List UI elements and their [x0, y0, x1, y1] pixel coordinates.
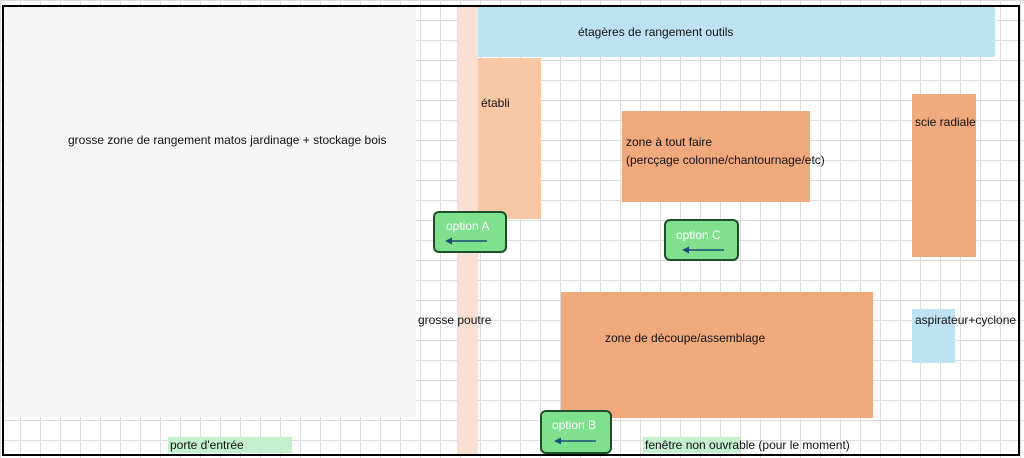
radial-saw-label: scie radiale	[915, 115, 976, 129]
workbench-label: établi	[481, 96, 510, 110]
option-a-label: option A	[446, 219, 490, 233]
option-c-label: option C	[676, 228, 721, 242]
fixed-window	[643, 437, 740, 453]
left-arrow-icon	[554, 437, 596, 445]
beam-label: grosse poutre	[418, 313, 492, 327]
entrance-door	[168, 437, 292, 453]
multipurpose-zone-label: zone à tout faire (percçage colonne/chan…	[626, 133, 825, 169]
multipurpose-zone-label-line1: zone à tout faire	[626, 135, 713, 149]
cutting-assembly-zone-label: zone de découpe/assemblage	[605, 331, 766, 345]
tool-shelves	[478, 7, 995, 57]
option-b-label: option B	[552, 418, 597, 432]
multipurpose-zone-label-line2: (percçage colonne/chantournage/etc)	[626, 153, 825, 167]
vacuum-cyclone-label: aspirateur+cyclone	[915, 313, 1017, 327]
workbench	[478, 58, 541, 219]
option-a-button[interactable]: option A	[433, 211, 507, 253]
storage-zone	[2, 5, 416, 417]
option-c-button[interactable]: option C	[664, 219, 739, 261]
entrance-door-label: porte d'entrée	[170, 438, 244, 452]
fixed-window-label: fenêtre non ouvrable (pour le moment)	[645, 438, 850, 452]
left-arrow-icon	[445, 237, 487, 245]
tool-shelves-label: étagères de rangement outils	[578, 25, 734, 39]
storage-zone-label: grosse zone de rangement matos jardinage…	[68, 133, 387, 147]
option-b-button[interactable]: option B	[540, 410, 612, 454]
multipurpose-zone	[622, 111, 810, 202]
vacuum-cyclone	[912, 309, 955, 363]
radial-saw	[912, 94, 976, 257]
left-arrow-icon	[682, 246, 724, 254]
cutting-assembly-zone	[561, 292, 873, 418]
